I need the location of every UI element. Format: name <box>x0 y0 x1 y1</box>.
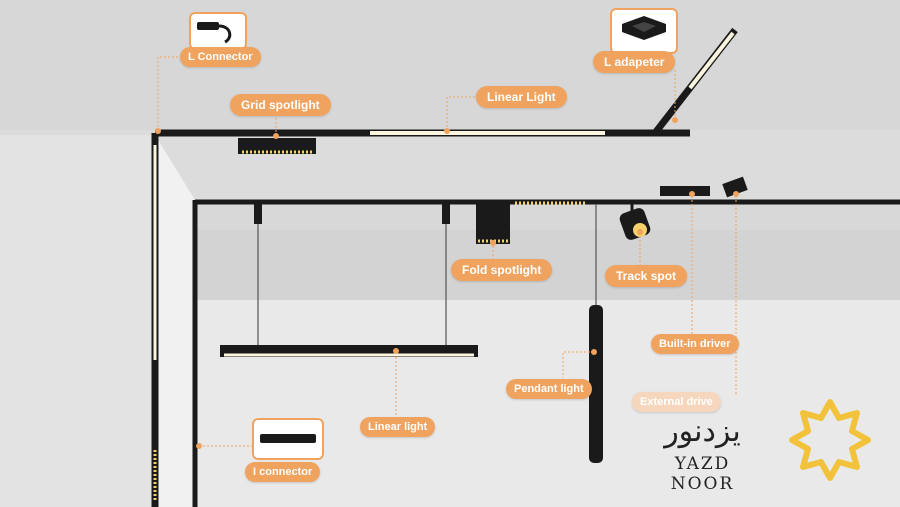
brand-name-en: YAZD NOOR <box>670 454 735 494</box>
ceiling-top-band <box>0 0 900 130</box>
brand-logo: یزدنور YAZD NOOR <box>640 410 890 494</box>
grid-spotlight-body <box>238 138 316 154</box>
label-linear-light-bottom: Linear light <box>360 417 436 437</box>
i-connector-card <box>252 418 324 460</box>
label-track-spot: Track spot <box>605 265 688 287</box>
label-fold-spotlight: Fold spotlight <box>451 259 553 281</box>
label-grid-spotlight: Grid spotlight <box>230 94 331 116</box>
l-connector-icon <box>197 22 232 44</box>
soffit-side <box>155 135 195 507</box>
l-connector-card <box>189 12 247 50</box>
label-external-drive: External drive <box>632 392 721 412</box>
built-in-driver-body <box>660 186 710 196</box>
label-l-connector: L Connector <box>180 47 261 67</box>
pendant-cylinder <box>589 305 603 463</box>
label-pendant-light: Pendant light <box>506 379 592 399</box>
wire-mount-right <box>442 204 450 224</box>
fold-spotlight-body <box>476 204 510 244</box>
label-i-connector: I connector <box>245 462 321 482</box>
l-adapter-icon <box>622 16 666 40</box>
label-l-adapter: L adapeter <box>593 51 676 73</box>
l-adapter-card <box>610 8 678 54</box>
left-wall <box>0 135 155 507</box>
i-connector-icon <box>260 434 316 443</box>
adapter-led <box>688 31 735 90</box>
label-linear-light-top: Linear Light <box>476 86 567 108</box>
leader-l-connector <box>157 56 182 131</box>
label-built-in-driver: Built-in driver <box>651 334 739 354</box>
leader-linear-top <box>446 96 476 131</box>
leader-pendant <box>562 351 594 378</box>
brand-name-fa: یزدنور <box>664 414 741 449</box>
star-burst-icon <box>789 399 871 481</box>
wire-mount-left <box>254 204 262 224</box>
external-drive-body <box>722 176 748 198</box>
